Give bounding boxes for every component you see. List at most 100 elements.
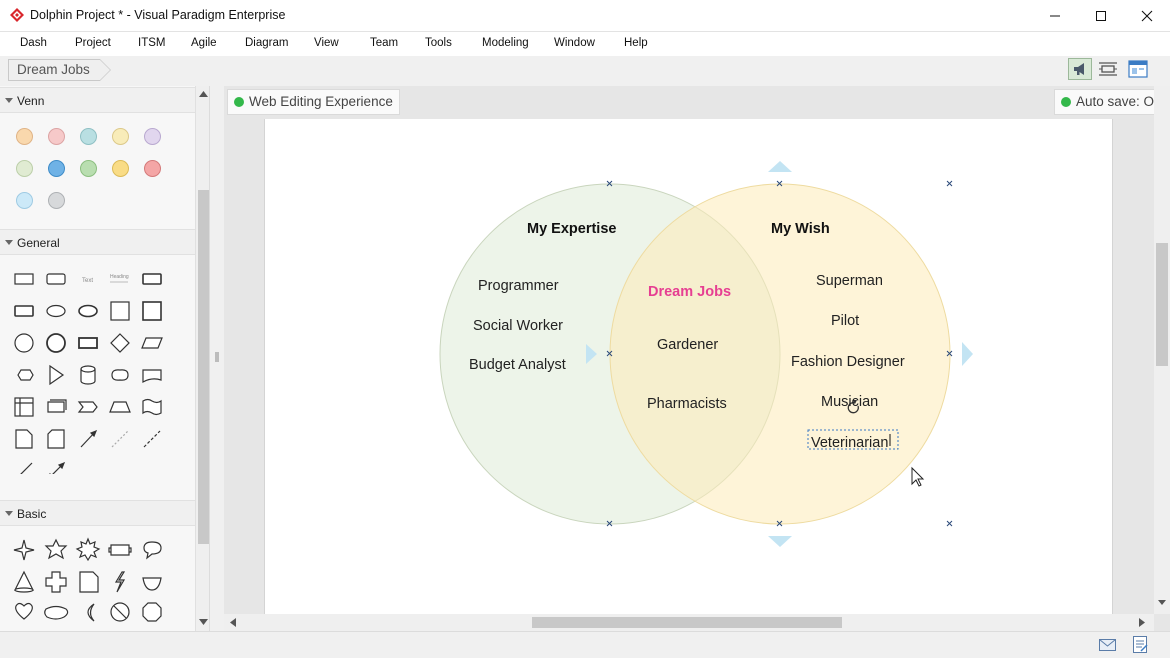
venn-color-swatch[interactable] — [105, 153, 135, 183]
fit-to-window-button[interactable] — [1096, 58, 1120, 80]
triangle-shape-icon — [49, 364, 65, 386]
overlap-item[interactable]: Gardener — [657, 337, 719, 353]
venn-color-swatch[interactable] — [73, 121, 103, 151]
swatch-circle — [15, 191, 33, 209]
breadcrumb[interactable]: Dream Jobs — [8, 59, 111, 81]
auto-save-chip[interactable]: Auto save: On — [1054, 89, 1169, 115]
vertical-scroll-thumb[interactable] — [1156, 243, 1168, 366]
notes-icon[interactable] — [1133, 636, 1148, 653]
venn-diagram[interactable] — [265, 119, 1114, 614]
swatch-circle — [47, 159, 65, 177]
venn-color-swatch[interactable] — [105, 121, 135, 151]
left-circle-title[interactable]: My Expertise — [527, 221, 617, 237]
burst-icon — [75, 537, 101, 562]
menu-dash[interactable]: Dash — [20, 37, 47, 49]
visual-paradigm-logo-icon — [10, 8, 24, 22]
venn-color-swatch[interactable] — [41, 121, 71, 151]
web-editing-chip[interactable]: Web Editing Experience — [227, 89, 400, 115]
swatch-circle — [15, 127, 33, 145]
scroll-right-arrow-icon[interactable] — [1139, 618, 1145, 627]
thick-circle-shape-icon — [46, 333, 66, 353]
left-circle-item[interactable]: Budget Analyst — [469, 357, 566, 373]
scroll-up-arrow-icon[interactable] — [199, 91, 208, 97]
mail-icon[interactable] — [1099, 639, 1116, 651]
text-edit-box[interactable] — [807, 429, 899, 450]
palette-section-venn[interactable]: Venn — [0, 87, 195, 113]
diamond-shape-icon — [110, 333, 130, 353]
scroll-down-arrow-icon[interactable] — [1158, 600, 1166, 606]
panel-splitter[interactable] — [210, 86, 224, 631]
lightning-icon — [114, 571, 126, 593]
chevron-shape-icon — [77, 401, 98, 413]
right-circle-item[interactable]: Pilot — [831, 313, 860, 329]
venn-color-swatch[interactable] — [41, 153, 71, 183]
venn-color-swatch[interactable] — [137, 121, 167, 151]
menu-diagram[interactable]: Diagram — [245, 37, 289, 49]
palette-section-basic[interactable]: Basic — [0, 500, 195, 526]
general-shapes[interactable]: Text Heading — [0, 264, 195, 474]
collapse-arrow-icon — [5, 240, 13, 245]
window-title: Dolphin Project * - Visual Paradigm Ente… — [30, 8, 286, 22]
diagram-horizontal-scrollbar[interactable] — [224, 614, 1154, 631]
palette-scrollbar[interactable] — [195, 86, 209, 631]
rectangle-shape-icon — [14, 273, 34, 285]
right-circle-item[interactable]: Fashion Designer — [791, 354, 905, 370]
menu-modeling[interactable]: Modeling — [482, 37, 529, 49]
venn-color-swatch[interactable] — [137, 153, 167, 183]
note-shape-icon — [15, 429, 33, 449]
menu-help[interactable]: Help — [624, 37, 648, 49]
menu-tools[interactable]: Tools — [425, 37, 452, 49]
menu-agile[interactable]: Agile — [191, 37, 217, 49]
thick-rectangle-shape-icon — [142, 273, 162, 285]
folded-page-icon — [79, 571, 99, 593]
minimize-button[interactable] — [1032, 0, 1078, 32]
left-circle-item[interactable]: Programmer — [478, 278, 559, 294]
overlap-item[interactable]: Pharmacists — [647, 396, 727, 412]
swatch-circle — [111, 159, 129, 177]
venn-color-swatch[interactable] — [9, 185, 39, 215]
scroll-left-arrow-icon[interactable] — [230, 618, 236, 627]
right-circle-item[interactable]: Superman — [816, 273, 883, 289]
status-dot-icon — [1061, 97, 1071, 107]
rotate-handle-icon[interactable] — [847, 400, 859, 414]
right-circle-title[interactable]: My Wish — [771, 221, 830, 237]
venn-color-swatch[interactable] — [9, 121, 39, 151]
four-point-star-icon — [13, 539, 35, 561]
menu-itsm[interactable]: ITSM — [138, 37, 166, 49]
diagram-vertical-scrollbar[interactable] — [1154, 86, 1170, 614]
resize-arrows[interactable] — [586, 161, 973, 547]
right-circle-item-editing[interactable]: Veterinarian — [811, 435, 889, 451]
status-dot-icon — [234, 97, 244, 107]
horizontal-scroll-thumb[interactable] — [532, 617, 842, 628]
dotted-line-icon — [111, 430, 129, 448]
scroll-down-arrow-icon[interactable] — [199, 619, 208, 625]
menu-window[interactable]: Window — [554, 37, 595, 49]
text-tool-icon: Text — [82, 278, 93, 284]
layout-window-icon — [1128, 60, 1148, 78]
palette-section-general[interactable]: General — [0, 229, 195, 255]
process-shape-icon — [78, 337, 98, 349]
venn-color-swatch[interactable] — [73, 153, 103, 183]
menu-view[interactable]: View — [314, 37, 339, 49]
overlap-title[interactable]: Dream Jobs — [648, 284, 732, 300]
mouse-cursor-icon — [911, 466, 925, 487]
menu-project[interactable]: Project — [75, 37, 111, 49]
breadcrumb-bar: Dream Jobs — [0, 56, 1170, 86]
palette-section-label: Basic — [17, 507, 47, 521]
diagram-page[interactable]: My Expertise Programmer Social Worker Bu… — [264, 119, 1113, 614]
basic-shapes[interactable] — [0, 534, 195, 631]
venn-color-swatch[interactable] — [41, 185, 71, 215]
wave-shape-icon — [142, 398, 162, 416]
selection-handles[interactable] — [606, 180, 953, 527]
right-circle-item[interactable]: Musician — [821, 394, 879, 410]
menu-team[interactable]: Team — [370, 37, 399, 49]
left-circle-item[interactable]: Social Worker — [473, 318, 563, 334]
maximize-button[interactable] — [1078, 0, 1124, 32]
palette-scroll-thumb[interactable] — [198, 190, 209, 544]
layout-panel-button[interactable] — [1126, 58, 1150, 80]
close-button[interactable] — [1124, 0, 1170, 32]
venn-color-swatch[interactable] — [9, 153, 39, 183]
diagram-canvas-area[interactable]: My Expertise Programmer Social Worker Bu… — [224, 86, 1170, 631]
announcement-button[interactable] — [1068, 58, 1092, 80]
bowl-icon — [142, 577, 162, 591]
